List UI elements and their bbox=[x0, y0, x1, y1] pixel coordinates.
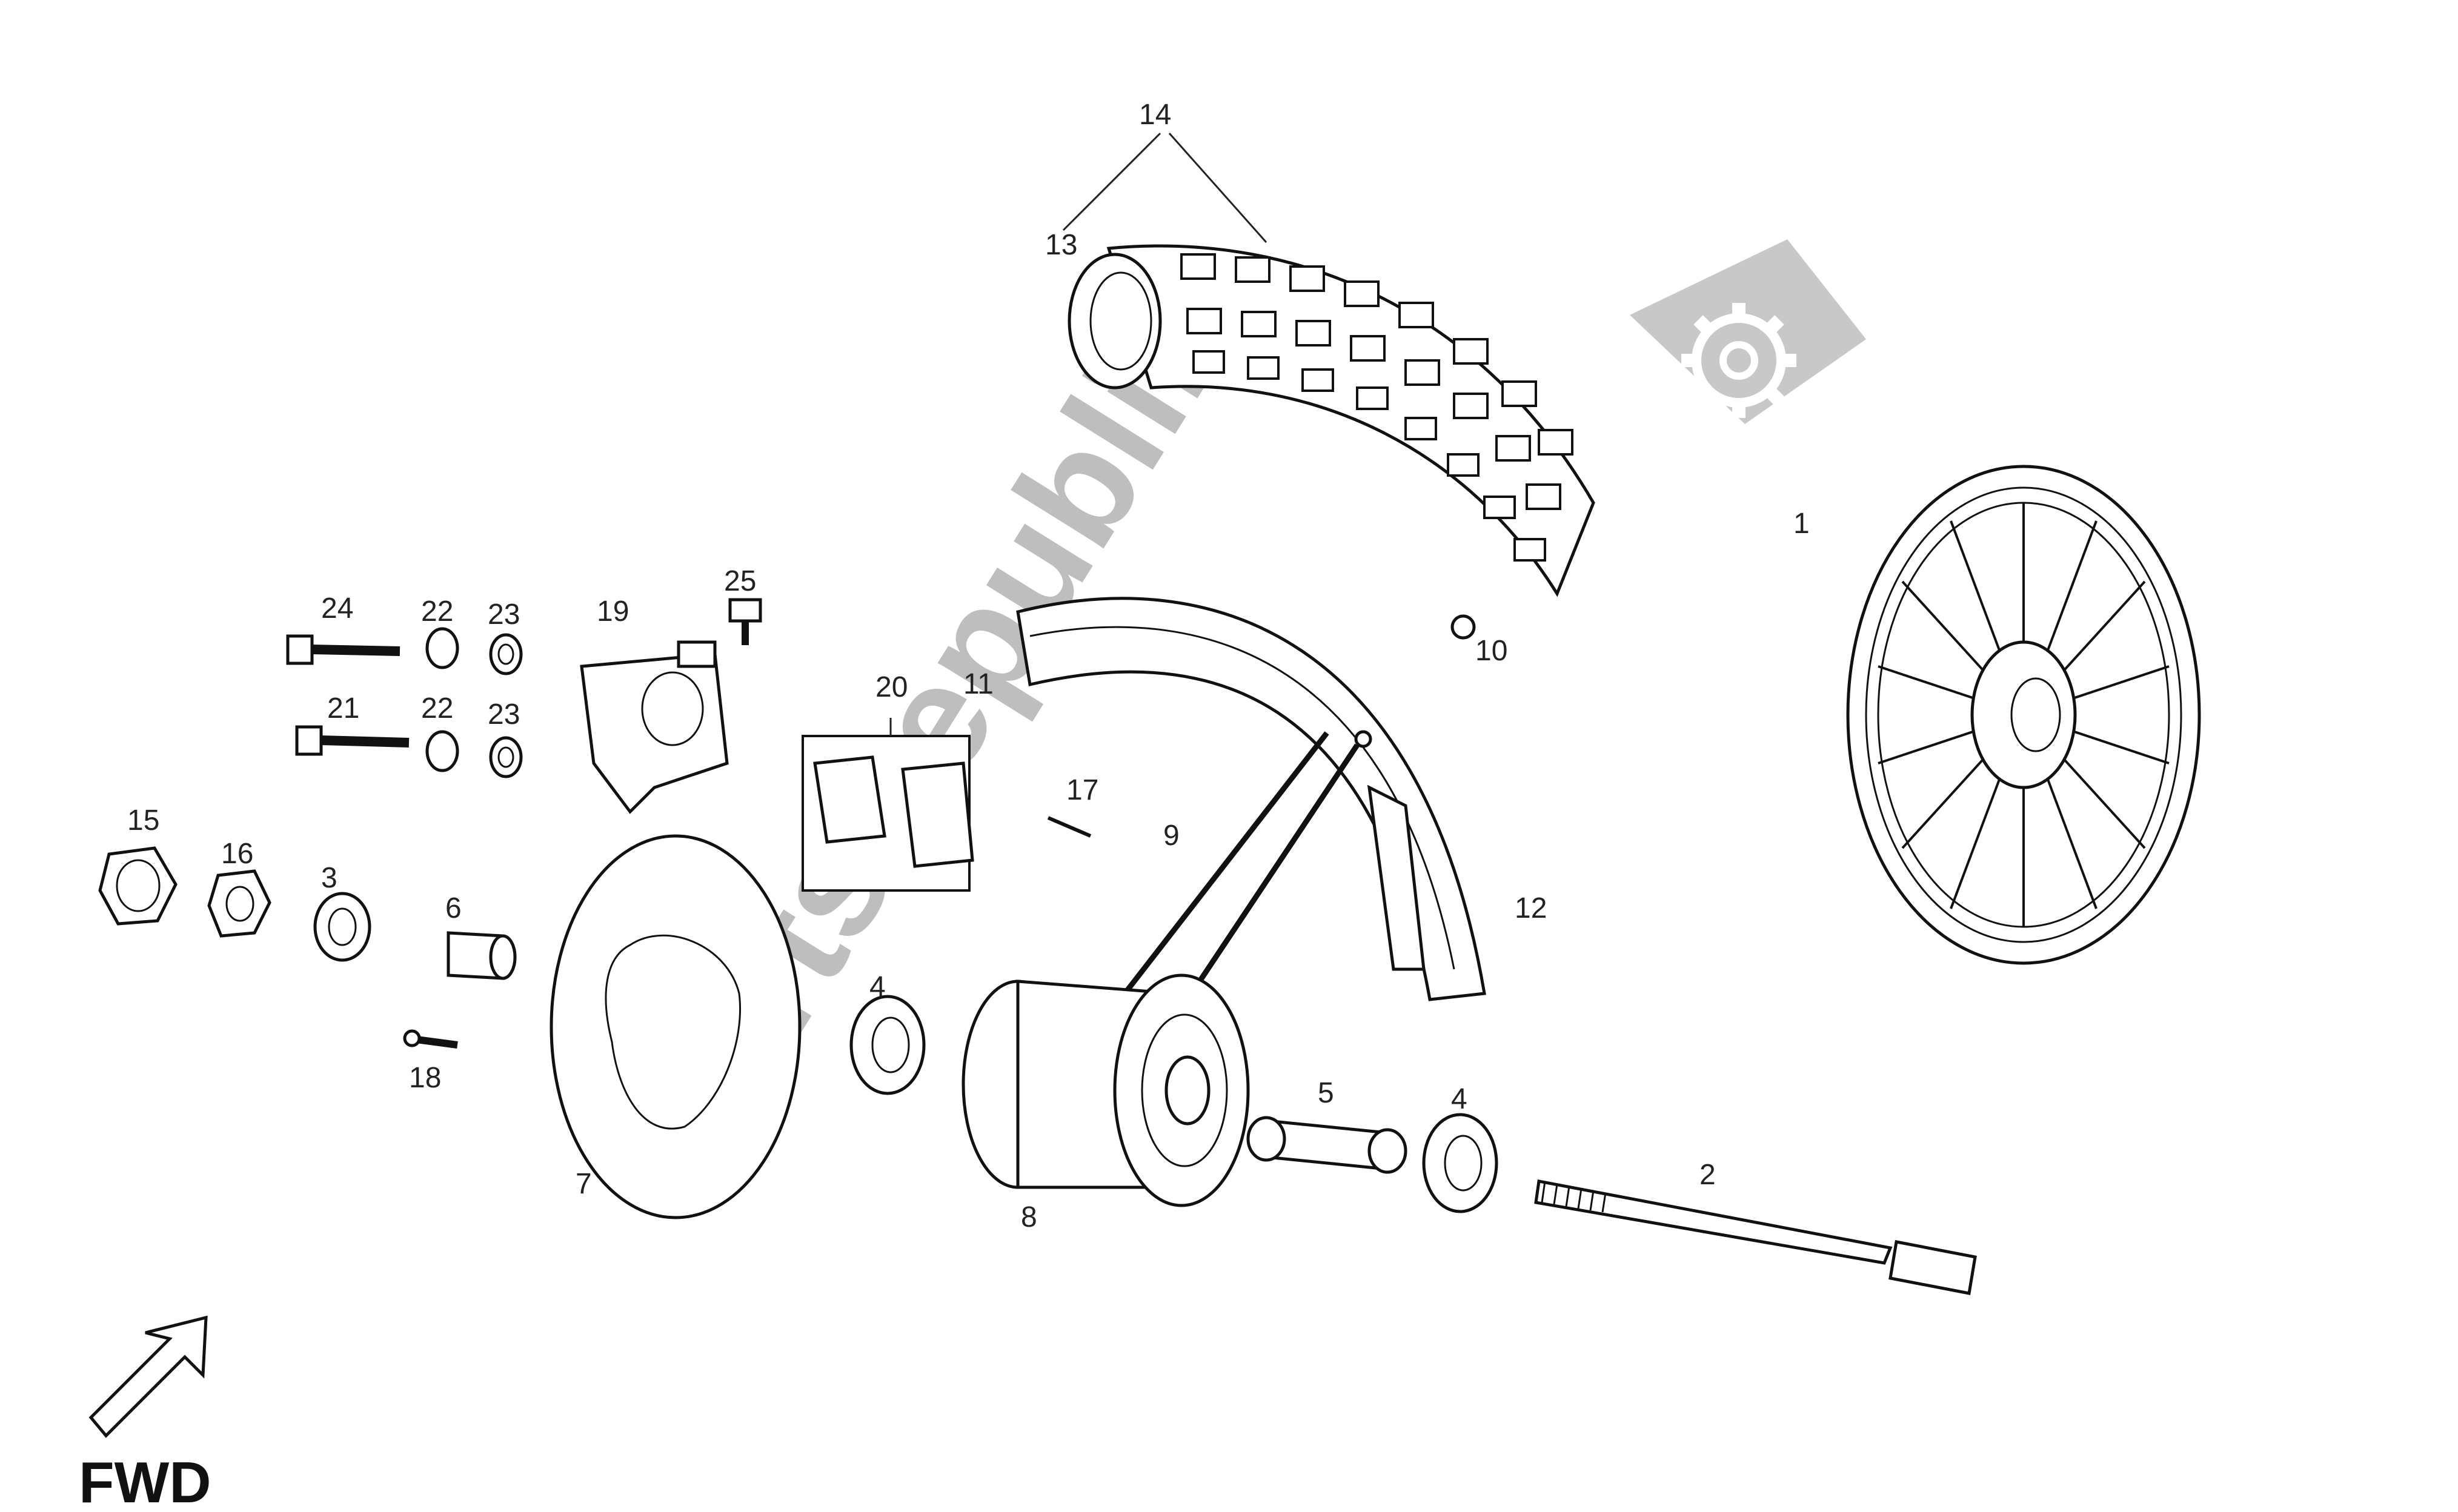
callout-5: 5 bbox=[1318, 1077, 1334, 1109]
brake-disc bbox=[550, 834, 802, 1219]
callout-18: 18 bbox=[409, 1062, 441, 1094]
bearing-right bbox=[1422, 1113, 1498, 1213]
screw-10 bbox=[1450, 614, 1476, 640]
callout-22-bottom: 22 bbox=[421, 692, 453, 724]
tire bbox=[1068, 244, 1595, 597]
watermark-flag bbox=[1630, 239, 1866, 424]
fender bbox=[1016, 597, 1486, 1001]
callout-12: 12 bbox=[1515, 892, 1547, 924]
callout-16: 16 bbox=[221, 838, 253, 870]
callout-23-top: 23 bbox=[488, 598, 520, 631]
axle-nut-15 bbox=[98, 846, 178, 926]
callout-21: 21 bbox=[327, 692, 359, 724]
fender-stay bbox=[1094, 730, 1372, 1032]
callout-23-bottom: 23 bbox=[488, 698, 520, 731]
fwd-label: FWD bbox=[79, 1450, 211, 1512]
callouts: 1 2 3 4 4 5 6 7 8 9 10 11 12 13 14 15 16… bbox=[127, 99, 1810, 1233]
bushing-6 bbox=[447, 931, 517, 980]
callout-11: 11 bbox=[963, 668, 994, 700]
washer-22b bbox=[425, 730, 459, 772]
bearing-left bbox=[849, 995, 926, 1095]
bleeder-25 bbox=[728, 598, 762, 645]
bolt-21 bbox=[295, 725, 410, 756]
callout-3: 3 bbox=[321, 862, 337, 894]
wheel-hub bbox=[962, 973, 1250, 1207]
brake-pads bbox=[802, 735, 974, 892]
callout-19: 19 bbox=[597, 595, 629, 628]
callout-13: 13 bbox=[1045, 229, 1077, 261]
callout-8: 8 bbox=[1021, 1201, 1037, 1233]
callout-22-top: 22 bbox=[421, 595, 453, 628]
callout-20: 20 bbox=[875, 671, 908, 703]
inner-tube bbox=[1068, 253, 1162, 390]
front-wheel bbox=[1846, 465, 2201, 965]
nut-16 bbox=[207, 869, 271, 938]
axle bbox=[1534, 1179, 1977, 1295]
callout-2: 2 bbox=[1699, 1159, 1716, 1191]
callout-1: 1 bbox=[1793, 508, 1810, 540]
callout-15: 15 bbox=[127, 804, 159, 837]
pin-17 bbox=[1047, 816, 1092, 838]
callout-10: 10 bbox=[1475, 635, 1507, 667]
washer-23b bbox=[489, 736, 523, 778]
washer-23a bbox=[489, 633, 523, 675]
callout-25: 25 bbox=[724, 565, 756, 597]
callout-4-right: 4 bbox=[1451, 1083, 1467, 1115]
spacer bbox=[1246, 1116, 1407, 1174]
callout-17: 17 bbox=[1066, 774, 1098, 806]
gear-icon bbox=[1681, 303, 1796, 418]
seal-3 bbox=[313, 892, 371, 962]
callout-14: 14 bbox=[1139, 99, 1171, 131]
fwd-indicator: FWD bbox=[79, 1315, 211, 1512]
callout-7: 7 bbox=[576, 1168, 592, 1200]
leader-lines bbox=[889, 132, 1267, 736]
callout-4-left: 4 bbox=[869, 971, 886, 1003]
screw-18 bbox=[403, 1029, 458, 1049]
bolt-24 bbox=[286, 634, 400, 665]
brake-caliper bbox=[580, 640, 729, 814]
washer-22a bbox=[425, 627, 459, 669]
arrow-icon bbox=[88, 1315, 208, 1438]
callout-6: 6 bbox=[445, 892, 462, 924]
callout-24: 24 bbox=[321, 592, 353, 625]
callout-9: 9 bbox=[1163, 820, 1180, 852]
